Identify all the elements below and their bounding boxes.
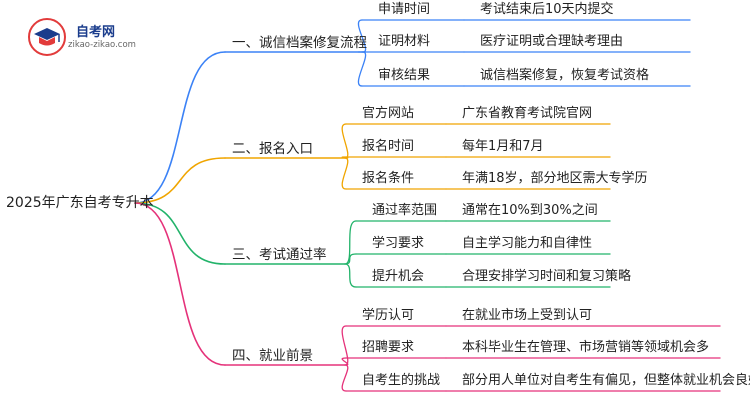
site-logo: 自考网 zikao-zikao.com: [28, 18, 178, 58]
branch-label: 一、诚信档案修复流程: [232, 35, 367, 51]
item-value: 年满18岁，部分地区需大专学历: [462, 171, 648, 186]
item-value: 通常在10%到30%之间: [462, 203, 598, 218]
item-key: 报名条件: [362, 171, 415, 186]
item-connector: [344, 253, 357, 265]
item-key: 学习要求: [372, 236, 425, 251]
branch-label: 二、报名入口: [232, 141, 313, 157]
item-key: 证明材料: [378, 34, 431, 49]
root-node: 2025年广东自考专升本: [6, 195, 154, 211]
item-value: 自主学习能力和自律性: [462, 236, 593, 251]
item-key: 官方网站: [362, 106, 415, 121]
item-value: 部分用人单位对自考生有偏见，但整体就业机会良好: [462, 373, 750, 388]
logo-title: 自考网: [76, 25, 116, 40]
branch-connector: [134, 202, 226, 265]
item-value: 考试结束后10天内提交: [480, 2, 614, 17]
logo-url: zikao-zikao.com: [68, 40, 136, 50]
item-connector: [341, 325, 349, 366]
item-connector: [344, 263, 357, 288]
item-connector: [341, 157, 349, 190]
branch-connector: [134, 202, 226, 366]
item-value: 在就业市场上受到认可: [462, 308, 593, 323]
item-connector: [344, 220, 357, 265]
item-key: 报名时间: [362, 139, 415, 154]
item-key: 自考生的挑战: [362, 373, 441, 388]
branch-connector: [134, 157, 226, 204]
branch-connector: [134, 51, 226, 204]
item-value: 本科毕业生在管理、市场营销等领域机会多: [462, 340, 710, 355]
item-key: 申请时间: [378, 2, 431, 17]
branch-label: 三、考试通过率: [232, 247, 327, 263]
item-connector: [341, 123, 349, 159]
item-key: 提升机会: [372, 269, 425, 284]
item-connector: [341, 357, 349, 366]
item-value: 每年1月和7月: [462, 139, 544, 154]
branch-label: 四、就业前景: [232, 348, 313, 364]
item-key: 审核结果: [378, 68, 431, 83]
item-value: 广东省教育考试院官网: [462, 106, 593, 121]
item-key: 学历认可: [362, 308, 415, 323]
item-connector: [357, 19, 367, 53]
item-connector: [357, 51, 367, 87]
item-key: 通过率范围: [372, 203, 438, 218]
item-value: 医疗证明或合理缺考理由: [480, 34, 624, 49]
item-value: 诚信档案修复，恢复考试资格: [480, 68, 650, 83]
item-key: 招聘要求: [362, 340, 415, 355]
item-connector: [341, 364, 349, 392]
item-value: 合理安排学习时间和复习策略: [462, 269, 632, 284]
graduation-cap-icon: [28, 18, 66, 56]
